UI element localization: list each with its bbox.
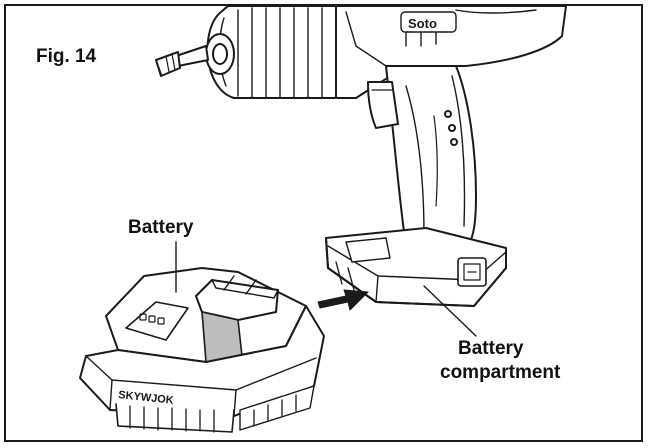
drill-trigger [367,81,399,129]
figure-frame: SKYWJOK Soto Fig. 14 Battery Battery com… [4,4,643,442]
drill-battery-illustration: SKYWJOK Soto [79,6,567,433]
screwdriver-bit [155,45,209,77]
insert-arrow [317,289,369,311]
compartment-callout-line2: compartment [440,362,561,383]
figure-label: Fig. 14 [36,46,97,67]
battery-pack [79,267,325,433]
drill-brand-text: Soto [408,16,437,31]
compartment-callout-line1: Battery [458,338,524,359]
battery-callout-label: Battery [128,217,194,238]
battery-compartment [325,227,507,307]
compartment-callout-label: Battery compartment [440,337,560,385]
drill-chuck [205,6,337,99]
drill-handle [385,65,477,247]
battery-brand-text: SKYWJOK [118,389,175,407]
compartment-leader-line [423,285,477,337]
